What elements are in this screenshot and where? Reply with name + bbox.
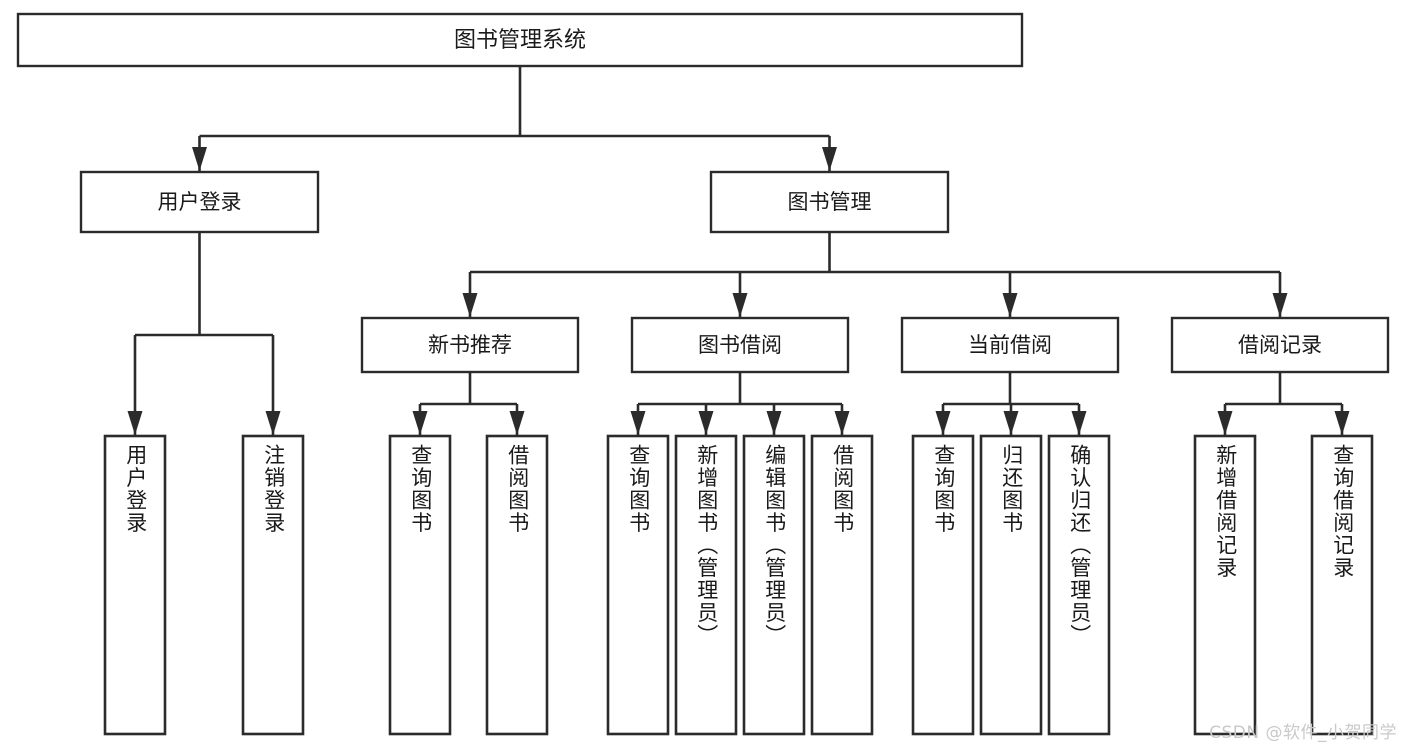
arrow-head <box>1003 411 1019 435</box>
node-leaf-12[interactable]: 新增借阅记录 <box>1193 434 1257 736</box>
node-box <box>1310 434 1374 736</box>
node-label: 新增借阅记录 <box>1213 444 1238 579</box>
arrow-head <box>1071 411 1087 435</box>
arrow-head <box>732 293 748 317</box>
arrow-head <box>127 411 143 435</box>
node-label: 借阅记录 <box>1238 333 1322 357</box>
node-label-wrap: 用户登录 <box>123 444 148 534</box>
arrow-head <box>462 293 478 317</box>
node-label: 图书管理系统 <box>454 28 586 53</box>
node-leaf-5[interactable]: 查询图书 <box>606 434 670 736</box>
node-label: 查询图书 <box>626 444 651 534</box>
node-label-wrap: 查询图书 <box>408 444 433 534</box>
node-box <box>1170 316 1390 374</box>
node-level3-2[interactable]: 图书借阅 <box>630 316 850 374</box>
node-label-wrap: 确认归还（管理员） <box>1067 444 1092 647</box>
arrow-head <box>192 147 207 171</box>
node-box <box>810 434 874 736</box>
node-label: 新书推荐 <box>428 333 512 357</box>
node-box <box>606 434 670 736</box>
node-label: 新增图书（管理员） <box>694 444 719 647</box>
node-leaf-4[interactable]: 借阅图书 <box>485 434 549 736</box>
node-leaf-8[interactable]: 借阅图书 <box>810 434 874 736</box>
node-label: 借阅图书 <box>505 444 530 534</box>
node-label-wrap: 查询图书 <box>931 444 956 534</box>
node-level2-2[interactable]: 图书管理 <box>709 170 950 234</box>
node-leaf-3[interactable]: 查询图书 <box>388 434 452 736</box>
node-label: 用户登录 <box>123 444 148 534</box>
node-leaf-2[interactable]: 注销登录 <box>241 434 305 736</box>
node-box <box>388 434 452 736</box>
node-box <box>1047 434 1111 736</box>
node-box <box>16 12 1024 68</box>
node-box <box>360 316 580 374</box>
node-label-wrap: 新增图书（管理员） <box>694 444 719 647</box>
node-label: 注销登录 <box>261 444 286 534</box>
arrow-head <box>698 411 714 435</box>
node-level3-1[interactable]: 新书推荐 <box>360 316 580 374</box>
arrow-head <box>822 147 837 171</box>
arrow-head <box>412 411 428 435</box>
node-box <box>900 316 1120 374</box>
node-label: 查询图书 <box>408 444 433 534</box>
arrow-head <box>766 411 782 435</box>
arrow-head <box>834 411 850 435</box>
node-box <box>79 170 320 234</box>
node-label-wrap: 编辑图书（管理员） <box>762 444 787 647</box>
node-box <box>630 316 850 374</box>
node-label: 查询借阅记录 <box>1330 444 1355 579</box>
node-label: 当前借阅 <box>968 333 1052 357</box>
node-root-system[interactable]: 图书管理系统 <box>16 12 1024 68</box>
arrow-head <box>935 411 951 435</box>
node-label-wrap: 注销登录 <box>261 444 286 534</box>
node-box <box>103 434 167 736</box>
node-leaf-13[interactable]: 查询借阅记录 <box>1310 434 1374 736</box>
node-label: 编辑图书（管理员） <box>762 444 787 647</box>
node-leaf-7[interactable]: 编辑图书（管理员） <box>742 434 806 736</box>
node-box <box>979 434 1043 736</box>
node-level3-4[interactable]: 借阅记录 <box>1170 316 1390 374</box>
node-label: 图书管理 <box>788 190 872 214</box>
arrow-head <box>630 411 646 435</box>
arrow-head <box>1217 411 1233 435</box>
node-label-wrap: 归还图书 <box>999 444 1024 534</box>
node-box <box>241 434 305 736</box>
arrow-head <box>1272 293 1288 317</box>
node-label-wrap: 借阅图书 <box>505 444 530 534</box>
node-label-wrap: 借阅图书 <box>830 444 855 534</box>
arrow-head <box>1002 293 1018 317</box>
arrow-head <box>265 411 281 435</box>
node-level3-3[interactable]: 当前借阅 <box>900 316 1120 374</box>
node-label: 用户登录 <box>158 190 242 214</box>
node-box <box>709 170 950 234</box>
node-leaf-10[interactable]: 归还图书 <box>979 434 1043 736</box>
node-label: 确认归还（管理员） <box>1067 444 1092 647</box>
node-box <box>742 434 806 736</box>
node-label-wrap: 新增借阅记录 <box>1213 444 1238 579</box>
node-box <box>1193 434 1257 736</box>
arrow-head <box>509 411 525 435</box>
node-label: 借阅图书 <box>830 444 855 534</box>
node-box <box>674 434 738 736</box>
node-leaf-1[interactable]: 用户登录 <box>103 434 167 736</box>
node-level2-1[interactable]: 用户登录 <box>79 170 320 234</box>
arrow-head <box>1334 411 1350 435</box>
node-label: 归还图书 <box>999 444 1024 534</box>
node-leaf-6[interactable]: 新增图书（管理员） <box>674 434 738 736</box>
node-layer: 图书管理系统用户登录图书管理新书推荐图书借阅当前借阅借阅记录用户登录注销登录查询… <box>16 12 1390 736</box>
node-label-wrap: 查询借阅记录 <box>1330 444 1355 579</box>
node-label: 查询图书 <box>931 444 956 534</box>
node-leaf-9[interactable]: 查询图书 <box>911 434 975 736</box>
node-leaf-11[interactable]: 确认归还（管理员） <box>1047 434 1111 736</box>
node-label-wrap: 查询图书 <box>626 444 651 534</box>
node-label: 图书借阅 <box>698 333 782 357</box>
node-box <box>911 434 975 736</box>
connector-layer <box>127 66 1350 435</box>
node-box <box>485 434 549 736</box>
